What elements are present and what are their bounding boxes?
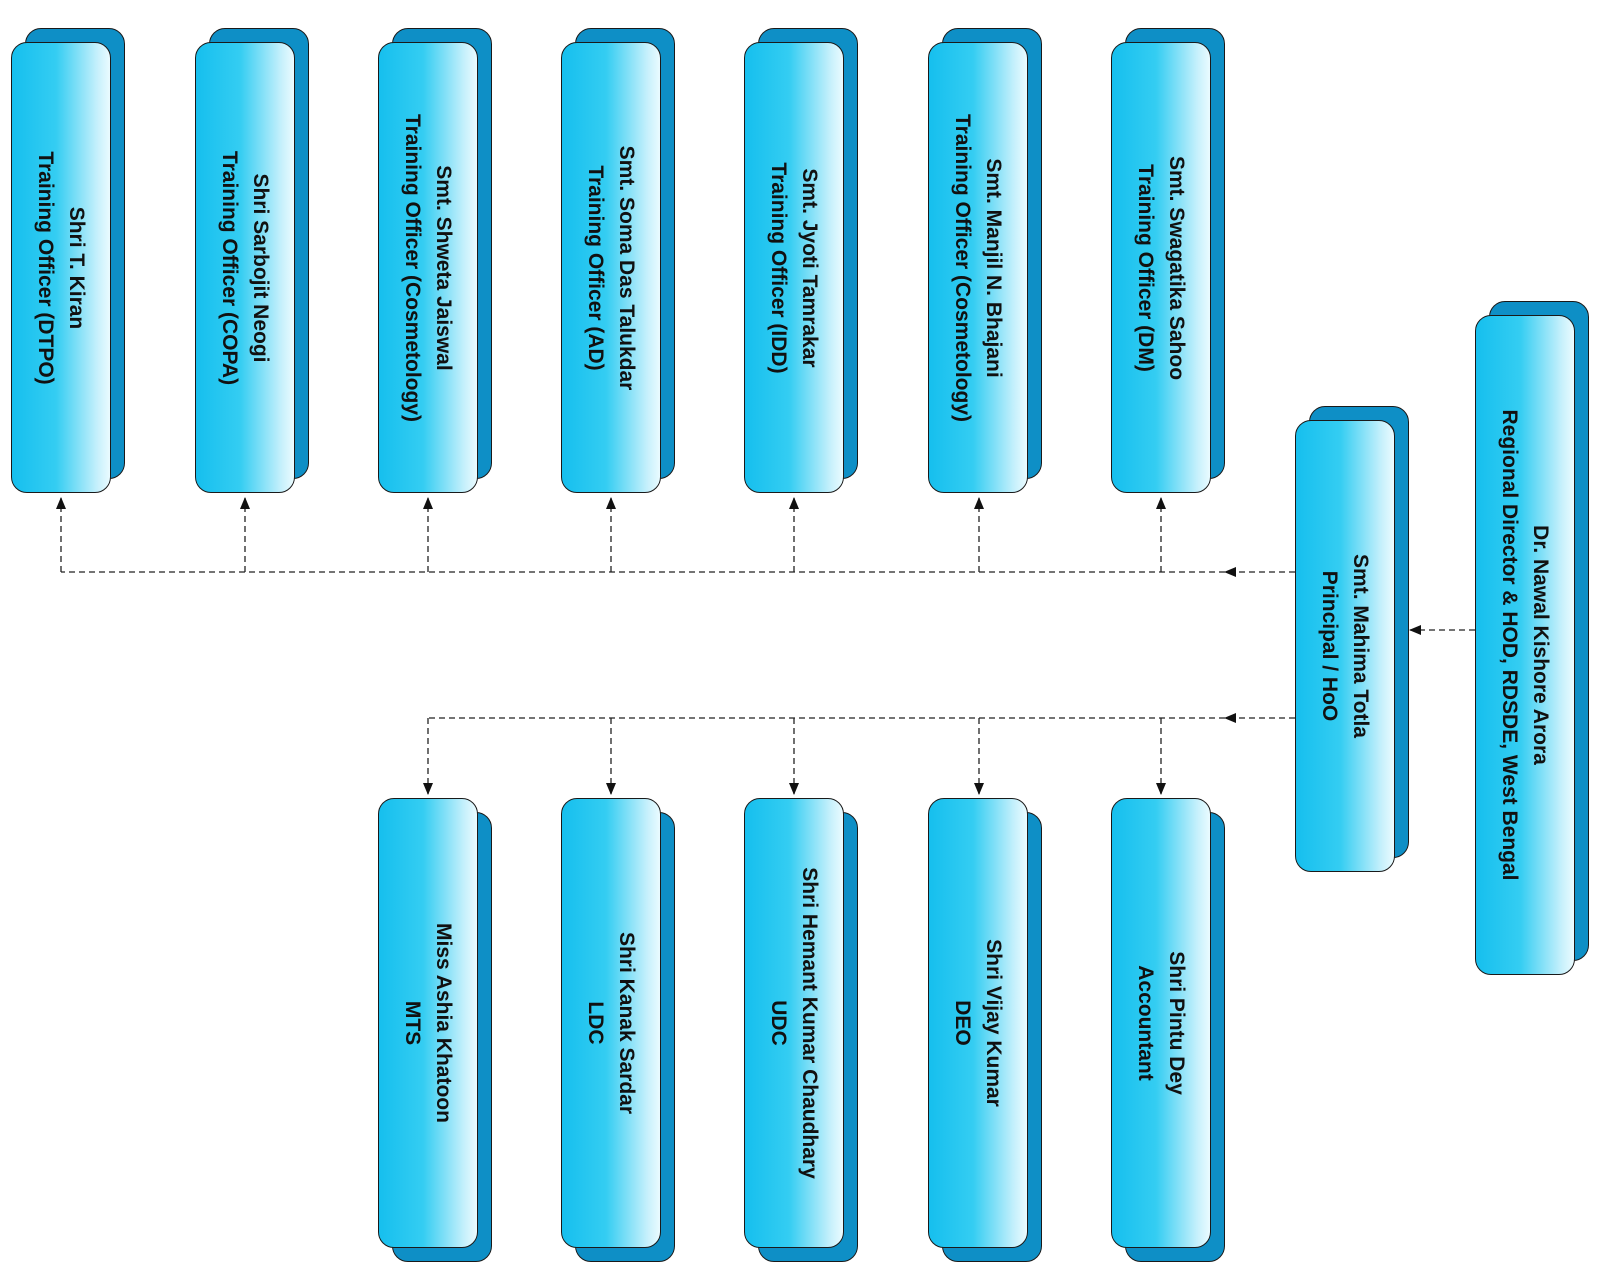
officer-role: Training Officer (COPA) xyxy=(218,150,241,385)
node-officer-1: Smt. Swagatika Sahoo Training Officer (D… xyxy=(1111,28,1225,493)
officer-role: Training Officer (DM) xyxy=(1134,163,1157,372)
node-staff-5: Miss Ashia Khatoon MTS xyxy=(378,798,492,1262)
officer-role: Training Officer (IDD) xyxy=(767,161,790,374)
node-staff-1: Shri Pintu Dey Accountant xyxy=(1111,798,1225,1262)
officer-name: Smt. Shweta Jaiswal xyxy=(432,164,455,371)
node-staff-3: Shri Hemant Kumar Chaudhary UDC xyxy=(744,798,858,1262)
staff-role: MTS xyxy=(401,1000,424,1046)
officer-name: Shri Sarbojit Neogi xyxy=(249,172,272,363)
principal-name: Smt. Mahima Totla xyxy=(1349,554,1372,738)
officer-name: Smt. Manjil N. Bhajani xyxy=(982,157,1005,378)
node-staff-4: Shri Kanak Sardar LDC xyxy=(561,798,675,1262)
staff-role: UDC xyxy=(767,1000,790,1046)
node-staff-2: Shri Vijay Kumar DEO xyxy=(928,798,1042,1262)
staff-role: DEO xyxy=(951,1000,974,1046)
staff-name: Shri Vijay Kumar xyxy=(982,939,1005,1107)
director-role: Regional Director & HOD, RDSDE, West Ben… xyxy=(1498,409,1521,881)
node-officer-3: Smt. Jyoti Tamrakar Training Officer (ID… xyxy=(744,28,858,493)
staff-name: Shri Kanak Sardar xyxy=(615,931,638,1115)
principal-role: Principal / HoO xyxy=(1318,570,1341,722)
officer-role: Training Officer (DTPO) xyxy=(34,150,57,385)
staff-name: Shri Pintu Dey xyxy=(1165,951,1188,1095)
director-name: Dr. Nawal Kishore Arora xyxy=(1529,525,1552,765)
node-officer-4: Smt. Soma Das Talukdar Training Officer … xyxy=(561,28,675,493)
officer-role: Training Officer (Cosmetology) xyxy=(951,113,974,422)
node-officer-7: Shri T. Kiran Training Officer (DTPO) xyxy=(11,28,125,493)
officer-name: Smt. Jyoti Tamrakar xyxy=(798,167,821,368)
node-principal: Smt. Mahima Totla Principal / HoO xyxy=(1295,406,1409,872)
node-officer-2: Smt. Manjil N. Bhajani Training Officer … xyxy=(928,28,1042,493)
officer-name: Shri T. Kiran xyxy=(65,206,88,329)
staff-name: Miss Ashia Khatoon xyxy=(432,923,455,1123)
staff-role: Accountant xyxy=(1134,965,1157,1081)
staff-role: LDC xyxy=(584,1001,607,1045)
officer-name: Smt. Soma Das Talukdar xyxy=(615,145,638,390)
node-officer-5: Smt. Shweta Jaiswal Training Officer (Co… xyxy=(378,28,492,493)
officer-name: Smt. Swagatika Sahoo xyxy=(1165,155,1188,380)
officer-role: Training Officer (Cosmetology) xyxy=(401,113,424,422)
staff-name: Shri Hemant Kumar Chaudhary xyxy=(798,867,821,1179)
node-director: Dr. Nawal Kishore Arora Regional Directo… xyxy=(1475,301,1589,975)
node-officer-6: Shri Sarbojit Neogi Training Officer (CO… xyxy=(195,28,309,493)
officer-role: Training Officer (AD) xyxy=(584,164,607,371)
